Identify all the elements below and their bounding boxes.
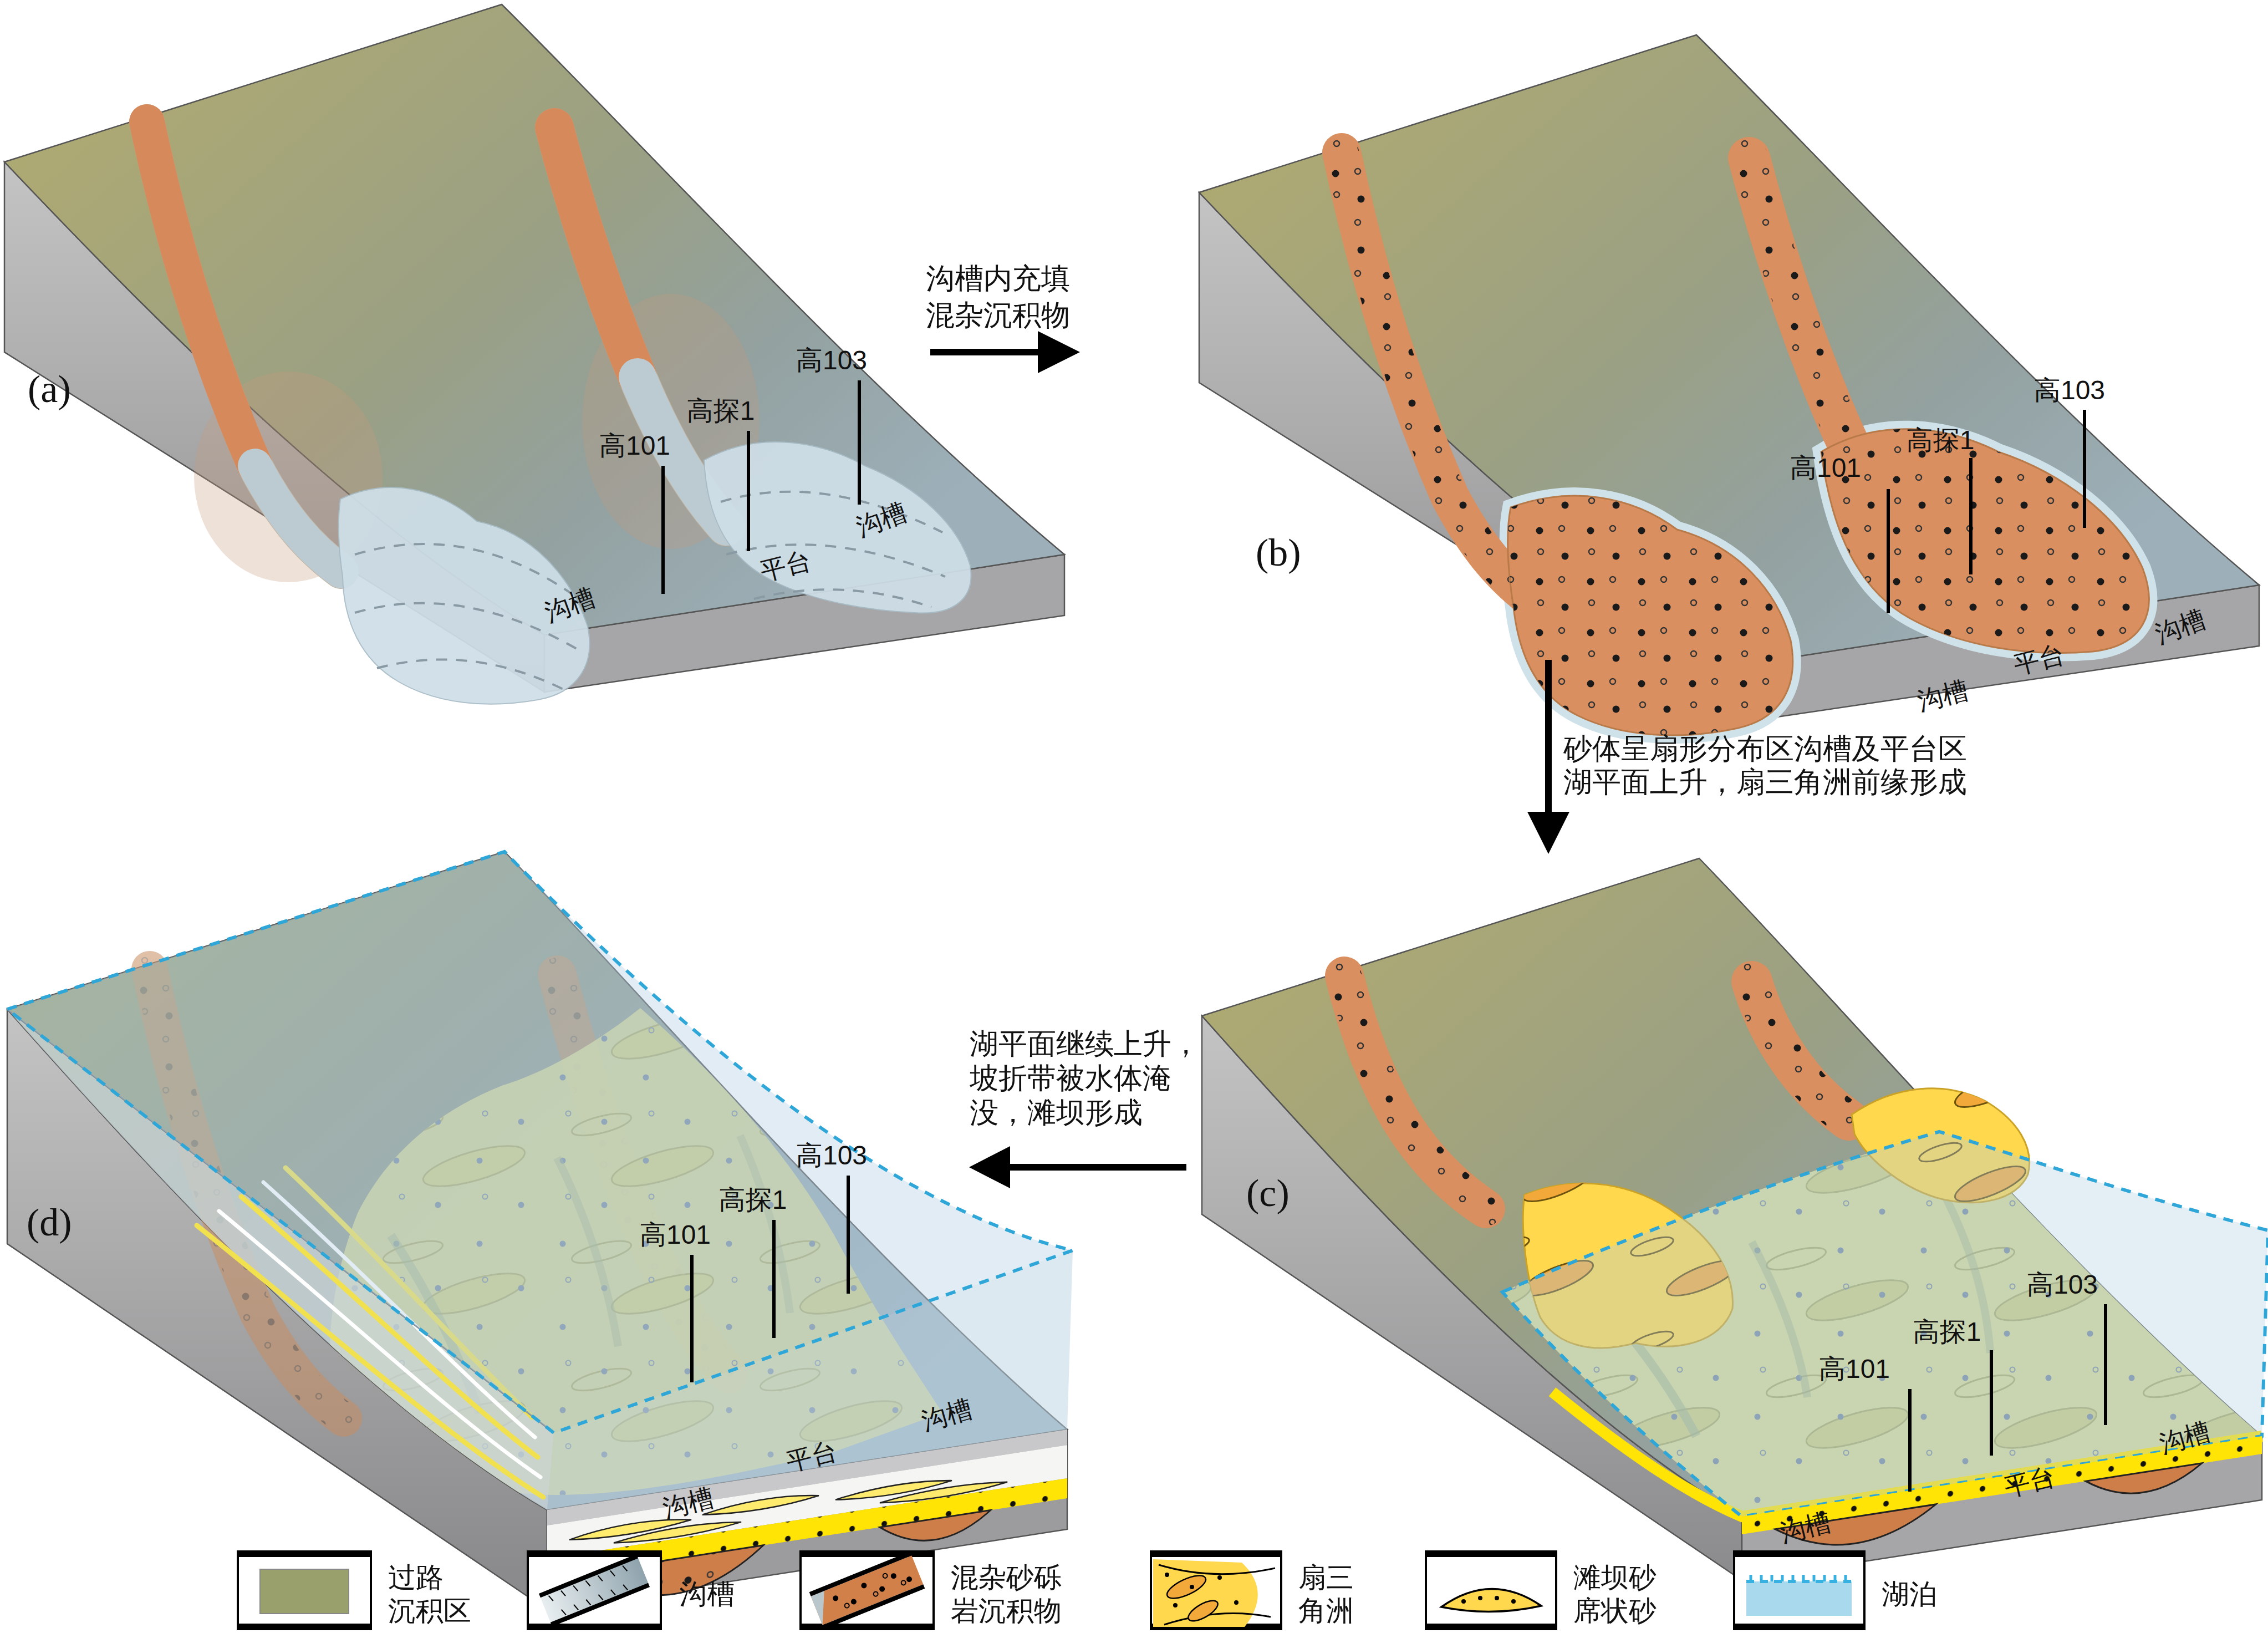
- legend-label: 扇三: [1298, 1562, 1354, 1593]
- legend-item-mixed: 混杂砂砾 岩沉积物: [801, 1551, 1062, 1629]
- arrow-c-to-d: 湖平面继续上升， 坡折带被水体淹 没，滩坝形成: [969, 1027, 1200, 1188]
- well-label: 高103: [2034, 375, 2105, 405]
- legend-item-lake: 湖泊: [1734, 1551, 1937, 1629]
- arrowhead: [1038, 331, 1080, 373]
- panel-a: 高101 高探1 高103 沟槽 平台 沟槽 (a): [4, 4, 1064, 704]
- panel-letter: (b): [1256, 531, 1301, 574]
- block-a: [4, 4, 1064, 704]
- arrow-text: 砂体呈扇形分布区沟槽及平台区: [1563, 732, 1967, 765]
- legend-label: 岩沉积物: [951, 1595, 1062, 1626]
- panel-b: 高101 高探1 高103 沟槽 平台 沟槽 (b): [1199, 35, 2259, 735]
- panel-c: 高101 高探1 高103 沟槽 平台 沟槽 (c): [1202, 858, 2268, 1580]
- legend-label: 滩坝砂: [1573, 1562, 1657, 1593]
- legend-item-fan-delta: 扇三 角洲: [1151, 1551, 1354, 1629]
- arrow-text: 没，滩坝形成: [970, 1096, 1143, 1128]
- legend-label: 沟槽: [679, 1579, 735, 1610]
- legend-item-beach-bar: 滩坝砂 席状砂: [1426, 1551, 1657, 1629]
- arrow-text: 湖平面上升，扇三角洲前缘形成: [1563, 766, 1967, 798]
- arrow-a-to-b: 沟槽内充填 混杂沉积物: [926, 262, 1080, 373]
- well-label: 高103: [796, 1141, 867, 1170]
- well-label: 高探1: [687, 396, 755, 425]
- well-label: 高探1: [1907, 425, 1975, 455]
- well-label: 高103: [2027, 1270, 2098, 1299]
- legend-label: 混杂砂砾: [951, 1562, 1062, 1593]
- well-label: 高101: [599, 431, 670, 460]
- legend-label: 席状砂: [1573, 1595, 1657, 1626]
- panel-d: 高101 高探1 高103 沟槽 平台 沟槽 (d): [7, 852, 1073, 1614]
- legend-item-bypass: 过路 沉积区: [238, 1551, 471, 1629]
- arrow-text: 湖平面继续上升，: [970, 1027, 1200, 1060]
- arrowhead: [969, 1146, 1010, 1188]
- legend-label: 沉积区: [388, 1595, 471, 1626]
- well-label: 高101: [1790, 453, 1861, 482]
- legend-label: 角洲: [1298, 1595, 1354, 1626]
- well-label: 高探1: [719, 1185, 787, 1214]
- bypass-swatch: [260, 1569, 349, 1614]
- arrowhead: [1527, 812, 1569, 854]
- panel-letter: (a): [28, 368, 71, 410]
- panel-letter: (c): [1246, 1172, 1290, 1214]
- well-label: 高103: [796, 345, 867, 375]
- block-d: [7, 852, 1073, 1614]
- well-label: 高探1: [1913, 1317, 1981, 1346]
- lake-symbol: [1746, 1581, 1852, 1616]
- arrow-text: 沟槽内充填: [926, 262, 1070, 294]
- well-label: 高101: [1819, 1354, 1890, 1383]
- block-c: [1202, 858, 2268, 1580]
- well-label: 高101: [640, 1220, 711, 1249]
- arrow-text: 坡折带被水体淹: [969, 1062, 1171, 1094]
- panel-letter: (d): [27, 1201, 72, 1244]
- arrow-text: 混杂沉积物: [926, 299, 1070, 331]
- legend-label: 湖泊: [1882, 1579, 1937, 1610]
- legend-label: 过路: [388, 1562, 444, 1593]
